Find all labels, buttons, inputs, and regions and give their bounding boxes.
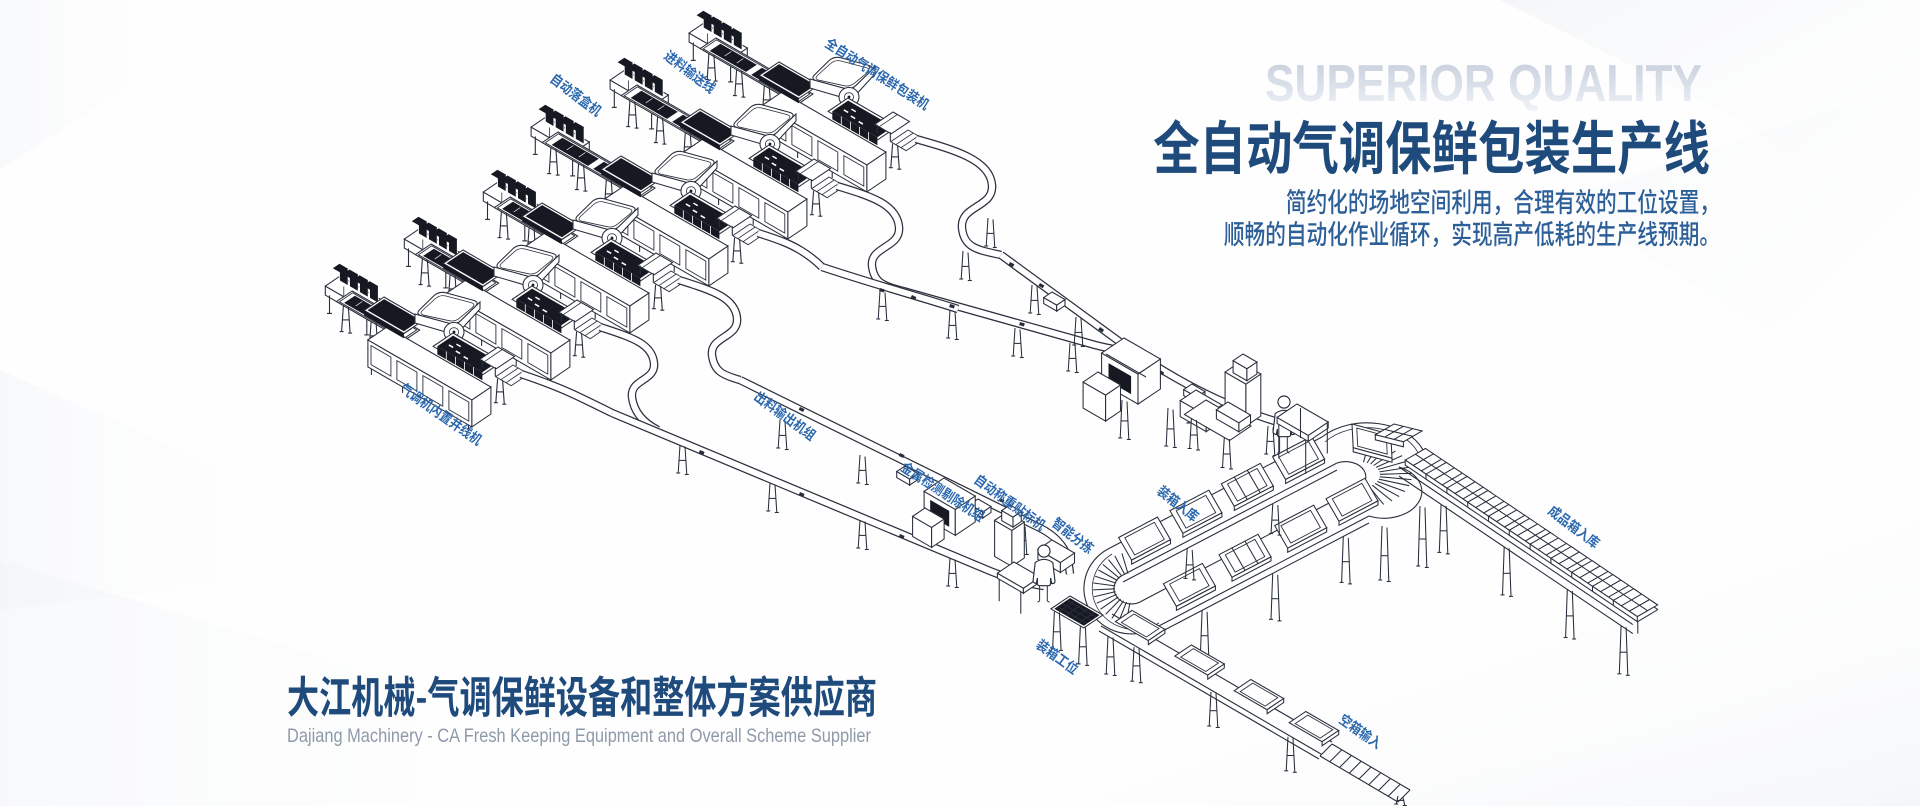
svg-text:Dajiang Machinery - CA Fresh K: Dajiang Machinery - CA Fresh Keeping Equ… xyxy=(287,725,871,747)
svg-text:SUPERIOR QUALITY: SUPERIOR QUALITY xyxy=(1265,55,1702,113)
